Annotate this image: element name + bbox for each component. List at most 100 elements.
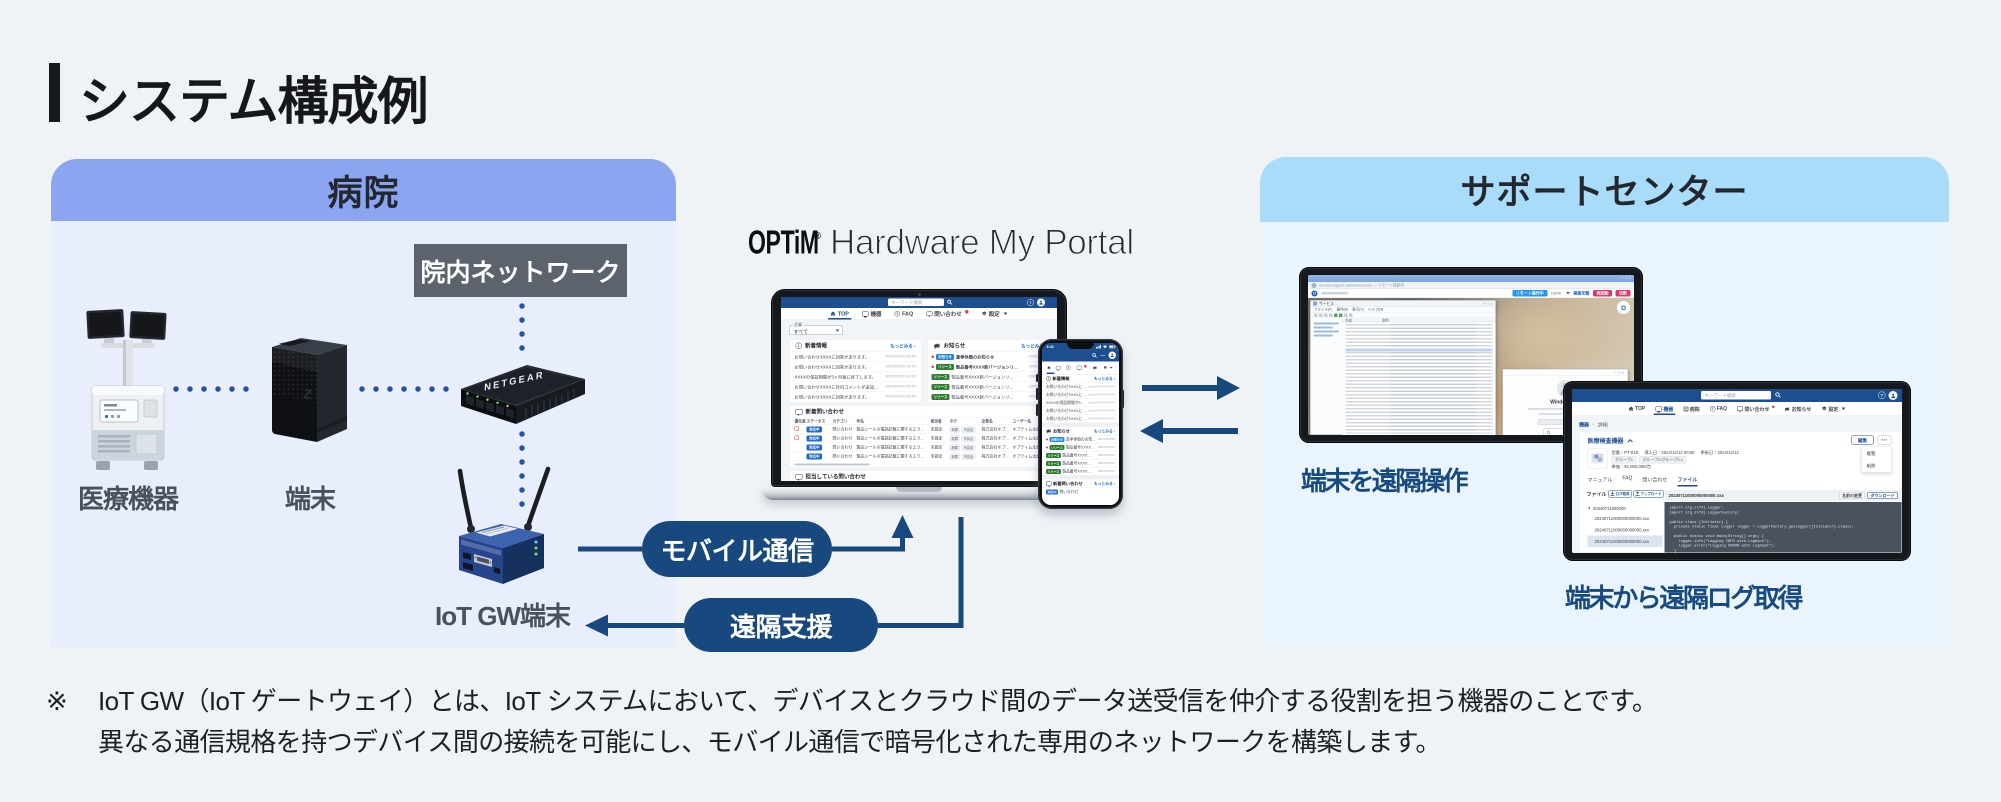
breadcrumb: 機器 › 詳細 [1579, 421, 1608, 428]
avatar-icon[interactable] [1888, 391, 1898, 400]
chevron-up-icon[interactable] [1627, 439, 1634, 443]
portal-search-input[interactable]: キーワード検索 [888, 298, 944, 306]
get-log-button[interactable]: ログ取得 [1608, 490, 1632, 498]
phone-nav-faq[interactable]: ? [1065, 365, 1071, 371]
search-icon[interactable] [1775, 392, 1781, 398]
screen-switch-link[interactable]: 画面切替 [1573, 291, 1590, 296]
download-button[interactable]: ダウンロード [1867, 492, 1898, 499]
tab-files[interactable]: ファイル [1677, 476, 1698, 487]
table-row[interactable]: 対応中 問い合わせ 製品シールの電話記載に関するエラー表示について 未設定 故障… [789, 451, 1053, 461]
news-row[interactable]: お問い合わせXXXXに社内コメントが追加されました。 20XX/XX/XX XX… [789, 381, 922, 392]
tab-faq[interactable]: FAQ [1622, 475, 1633, 482]
portal-header: キーワード検索 ? [781, 297, 1057, 308]
phone-notice-row[interactable]: お知らせ 夏季休暇のお知らせ 20XX/XX/XX [1042, 435, 1119, 443]
remote-operating-button[interactable]: リモート操作中 [1512, 290, 1548, 297]
news-row[interactable]: お問い合わせXXXXに回答があります。 20XX/XX/XX XX:XX [789, 361, 922, 372]
link-text-bar[interactable] [1313, 322, 1339, 325]
phone-notice-row[interactable]: リリース 製品番号XXXX新バージョンリリースしました 20XX/XX/XX [1042, 459, 1119, 467]
table-row[interactable]: 対応中 問い合わせ 製品シールの電話記載に関するエラー表示について 未設定 故障… [789, 433, 1053, 443]
upload-button[interactable]: アップロード [1633, 490, 1664, 498]
services-toolbar [1310, 313, 1496, 318]
notice-row[interactable]: リリース 製品番号XXXX新バージョンリリースしました 20XX/XX/XX [927, 391, 1053, 402]
zoom-level[interactable]: 100% [1550, 291, 1561, 296]
menu-item[interactable]: ファイル(F) [1314, 308, 1333, 312]
portal-nav-item[interactable]: 病院 [1683, 402, 1700, 416]
phone-nav-notice[interactable] [1093, 366, 1097, 370]
window-controls[interactable]: － □ × [1482, 301, 1493, 306]
portal-nav-item[interactable]: 問い合わせ [1737, 402, 1775, 416]
search-icon[interactable] [1092, 353, 1097, 358]
footnote-line1: IoT GW（IoT ゲートウェイ）とは、IoT システムにおいて、デバイスとク… [98, 686, 1658, 716]
phone-nav-settings[interactable] [1103, 366, 1113, 370]
notice-row[interactable]: リリース 製品番号XXXX新バージョンリリースしました 20XX/XX/XX [927, 371, 1053, 382]
portal-nav-item[interactable]: 機器 [861, 308, 881, 320]
more-link[interactable]: もっとみる › [1093, 428, 1115, 434]
menu-item[interactable]: 表示(V) [1352, 308, 1364, 312]
portal-nav-item[interactable]: ? FAQ [894, 310, 914, 317]
portal-search-input[interactable]: キーワード検索 [1701, 391, 1771, 400]
portal-nav-item[interactable]: 機器 [1653, 402, 1676, 416]
dialog-window-controls[interactable]: － □ × [1613, 370, 1625, 375]
phone-news-row[interactable]: お問い合わせXXXXに回答があります。 20XX/XX/XX XX:XX [1042, 414, 1119, 423]
portal-nav-item[interactable]: お知らせ [1784, 402, 1811, 416]
menu-item[interactable]: 複製 [1866, 451, 1876, 456]
table-row[interactable]: 対応中 問い合わせ 製品シールの電話記載に関するエラー表示について 未設定 故障… [789, 424, 1053, 434]
news-more-link[interactable]: もっとみる › [890, 343, 916, 349]
more-link[interactable]: もっとみる › [1093, 376, 1115, 381]
breadcrumb-devices[interactable]: 機器 [1579, 422, 1589, 428]
notice-row[interactable]: リリース 製品番号XXXX新バージョンリリースしました 20XX/XX/XX [927, 361, 1053, 372]
file-item[interactable]: 20240711000000000000.xxx [1587, 535, 1663, 547]
phone-nav-inquiry[interactable] [1076, 365, 1087, 371]
help-icon[interactable]: ? [1027, 299, 1034, 306]
help-icon[interactable]: ? [1878, 391, 1886, 399]
tab-manual[interactable]: マニュアル [1587, 477, 1613, 484]
phone-inquiry-row[interactable]: 対応中 問い合わせ [1042, 487, 1119, 496]
window-controls[interactable]: － □ × [1620, 275, 1631, 280]
search-icon[interactable] [947, 299, 953, 306]
phone-notice-row[interactable]: リリース 製品番号XXXX新バージョンリリースしました 20XX/XX/XX [1042, 451, 1119, 459]
more-actions-button[interactable]: ••• [1877, 435, 1892, 445]
chevron-down-icon[interactable] [1566, 292, 1570, 295]
phone-news-row[interactable]: お問い合わせXXXXに回答があります。 20XX/XX/XX XX:XX [1042, 382, 1119, 391]
more-link[interactable]: もっとみる › [1093, 481, 1115, 486]
phone-news-row[interactable]: お問い合わせXXXXに回答があります。 20XX/XX/XX XX:XX [1042, 390, 1119, 399]
phone-news-row[interactable]: XXXXの保証期間が3ヶ月後に終了します。 20XX/XX/XX XX:XX [1042, 398, 1119, 407]
selected-service-row[interactable] [1345, 348, 1493, 352]
portal-nav-item[interactable]: 設定 [981, 308, 1008, 320]
portal-nav-item[interactable]: TOP [1628, 402, 1645, 416]
reboot-button[interactable]: 再起動 [1593, 290, 1612, 297]
portal-nav-item[interactable]: ? FAQ [1709, 406, 1728, 412]
horizontal-scrollbar[interactable] [794, 463, 870, 466]
disconnect-button[interactable]: 切断 [1615, 290, 1631, 297]
phone-news-row[interactable]: お問い合わせXXXXに社内コメントが追加されました。 20XX/XX/XX XX… [1042, 406, 1119, 415]
portal-nav-item[interactable]: 問い合わせ [926, 308, 969, 320]
company-filter-select[interactable]: 企業 すべて [789, 323, 843, 335]
edit-button[interactable]: 編集 [1851, 435, 1874, 445]
notice-row[interactable]: お知らせ 夏季休暇のお知らせ 20XX/XX/XX [927, 351, 1053, 362]
portal-nav-item[interactable]: TOP [828, 308, 852, 320]
phone-nav-devices[interactable] [1055, 365, 1061, 371]
avatar-icon[interactable] [1037, 298, 1045, 307]
file-item[interactable]: 20240711000000000000.xxx [1594, 515, 1650, 521]
news-row[interactable]: XXXXの保証期間が3ヶ月後に終了します。 20XX/XX/XX XX:XX [789, 371, 922, 382]
menu-item[interactable]: 削除 [1866, 463, 1876, 469]
news-row[interactable]: お問い合わせXXXXに回答があります。 20XX/XX/XX XX:XX [789, 391, 922, 402]
phone-nav: ? [1042, 361, 1119, 375]
network-switch-illustration: NETGEAR [461, 365, 585, 424]
dialog-button[interactable] [1537, 419, 1564, 425]
menu-item[interactable]: 操作(A) [1336, 308, 1349, 312]
portal-nav-item[interactable]: 設定 [1821, 402, 1846, 416]
phone-nav-home[interactable] [1047, 366, 1051, 370]
menu-item[interactable]: ヘルプ(H) [1367, 308, 1384, 312]
news-row[interactable]: お問い合わせXXXXに回答があります。 20XX/XX/XX XX:XX [789, 351, 922, 362]
avatar-icon[interactable] [1108, 351, 1116, 359]
notice-row[interactable]: リリース 製品番号XXXX新バージョンリリースしました 20XX/XX/XX [927, 381, 1053, 392]
table-row[interactable]: 対応中 問い合わせ 製品シールの電話記載に関するエラー表示について 未設定 故障… [789, 442, 1053, 452]
file-item[interactable]: 20240711000000000000.xxx [1594, 527, 1650, 533]
phone-notice-row[interactable]: リリース 製品番号XXXX新バージョンリリースしました 20XX/XX/XX [1042, 467, 1119, 475]
minimize-icon[interactable]: — [1100, 352, 1106, 358]
rename-button[interactable]: 名前の変更 [1839, 492, 1865, 499]
phone-notice-row[interactable]: リリース 製品番号XXXX新バージョンリリースしました 20XX/XX/XX [1042, 443, 1119, 451]
tab-inquiry[interactable]: 問い合わせ [1642, 477, 1668, 484]
